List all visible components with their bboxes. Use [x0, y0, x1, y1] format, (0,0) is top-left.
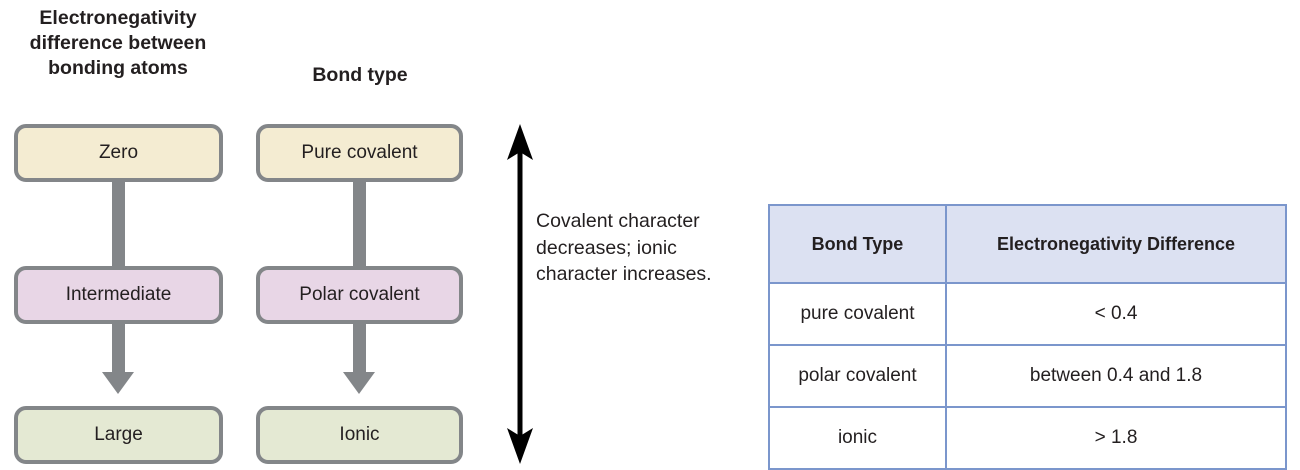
- connector-zero-to-intermediate: [112, 178, 125, 270]
- bond-type-table: Bond Type Electronegativity Difference p…: [768, 204, 1287, 470]
- heading-electronegativity-difference: Electronegativity difference between bon…: [29, 7, 207, 79]
- connector-polar-covalent-to-ionic-stem: [353, 320, 366, 374]
- table-cell-difference: between 0.4 and 1.8: [945, 344, 1287, 408]
- flow-box-label: Ionic: [339, 424, 380, 445]
- connector-intermediate-to-large-arrowhead-icon: [102, 372, 134, 394]
- table-cell-bond-type: ionic: [768, 406, 947, 470]
- table-cell-bond-type: pure covalent: [768, 282, 947, 346]
- table-header-electronegativity-difference: Electronegativity Difference: [945, 204, 1287, 284]
- connector-pure-covalent-to-polar-covalent: [353, 178, 366, 270]
- flow-box-bond-pure-covalent: Pure covalent: [256, 124, 463, 182]
- connector-intermediate-to-large-stem: [112, 320, 125, 374]
- flow-box-label: Pure covalent: [301, 142, 418, 163]
- flow-box-electronegativity-intermediate: Intermediate: [14, 266, 223, 324]
- double-headed-arrow-icon: [507, 124, 533, 464]
- table-header-bond-type: Bond Type: [768, 204, 947, 284]
- flow-box-label: Zero: [98, 142, 139, 163]
- flow-box-label: Polar covalent: [299, 284, 420, 305]
- table-cell-difference: < 0.4: [945, 282, 1287, 346]
- table-row: polar covalent between 0.4 and 1.8: [768, 344, 1287, 408]
- table-row: pure covalent < 0.4: [768, 282, 1287, 346]
- flow-box-label: Intermediate: [65, 284, 172, 305]
- heading-bond-type: Bond type: [312, 64, 408, 86]
- connector-polar-covalent-to-ionic-arrowhead-icon: [343, 372, 375, 394]
- table-row: ionic > 1.8: [768, 406, 1287, 470]
- table-cell-bond-type: polar covalent: [768, 344, 947, 408]
- flow-box-electronegativity-large: Large: [14, 406, 223, 464]
- flow-box-label: Large: [94, 424, 143, 445]
- flow-box-electronegativity-zero: Zero: [14, 124, 223, 182]
- arrow-caption-text: Covalent character decreases; ionic char…: [536, 210, 712, 285]
- table-cell-difference: > 1.8: [945, 406, 1287, 470]
- table-header-row: Bond Type Electronegativity Difference: [768, 204, 1287, 284]
- flow-box-bond-polar-covalent: Polar covalent: [256, 266, 463, 324]
- flow-box-bond-ionic: Ionic: [256, 406, 463, 464]
